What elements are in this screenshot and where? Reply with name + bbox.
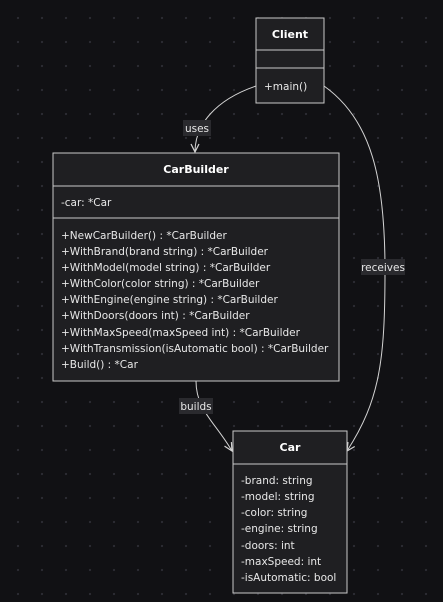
relation-label-receives: receives <box>361 259 405 275</box>
svg-text:builds: builds <box>180 401 211 413</box>
class-car-attribute: -brand: string <box>241 475 313 487</box>
class-car-attribute: -doors: int <box>241 540 295 552</box>
class-car-builder[interactable]: CarBuilder -car: *Car +NewCarBuilder() :… <box>52 152 340 382</box>
relation-label-uses: uses <box>183 120 211 136</box>
class-car-builder-attribute: -car: *Car <box>61 197 112 209</box>
relation-label-builds: builds <box>179 398 213 414</box>
class-car-builder-method: +WithMaxSpeed(maxSpeed int) : *CarBuilde… <box>61 327 301 339</box>
class-car-builder-method: +WithModel(model string) : *CarBuilder <box>61 262 271 274</box>
class-car-attribute: -color: string <box>241 507 307 519</box>
class-client-method: +main() <box>264 81 307 93</box>
class-car-attribute: -maxSpeed: int <box>241 556 321 568</box>
edge-uses <box>195 85 257 152</box>
class-client[interactable]: Client +main() <box>255 17 325 104</box>
svg-text:uses: uses <box>185 123 209 135</box>
class-car-attribute: -model: string <box>241 491 315 503</box>
class-car-builder-name: CarBuilder <box>163 163 229 176</box>
class-car-attribute: -isAutomatic: bool <box>241 572 336 584</box>
class-client-name: Client <box>272 28 308 41</box>
class-car[interactable]: Car -brand: string -model: string -color… <box>232 430 348 594</box>
class-car-builder-method: +WithEngine(engine string) : *CarBuilder <box>61 294 278 306</box>
class-car-builder-method: +Build() : *Car <box>61 359 139 371</box>
class-car-name: Car <box>280 441 301 454</box>
svg-text:receives: receives <box>361 262 405 274</box>
class-car-builder-method: +WithColor(color string) : *CarBuilder <box>61 278 260 290</box>
class-car-builder-method: +WithDoors(doors int) : *CarBuilder <box>61 310 250 322</box>
class-car-builder-method: +WithBrand(brand string) : *CarBuilder <box>61 246 269 258</box>
class-car-builder-method: +WithTransmission(isAutomatic bool) : *C… <box>61 343 329 355</box>
class-car-attribute: -engine: string <box>241 523 318 535</box>
edge-builds <box>195 380 232 451</box>
class-car-builder-method: +NewCarBuilder() : *CarBuilder <box>61 230 227 242</box>
